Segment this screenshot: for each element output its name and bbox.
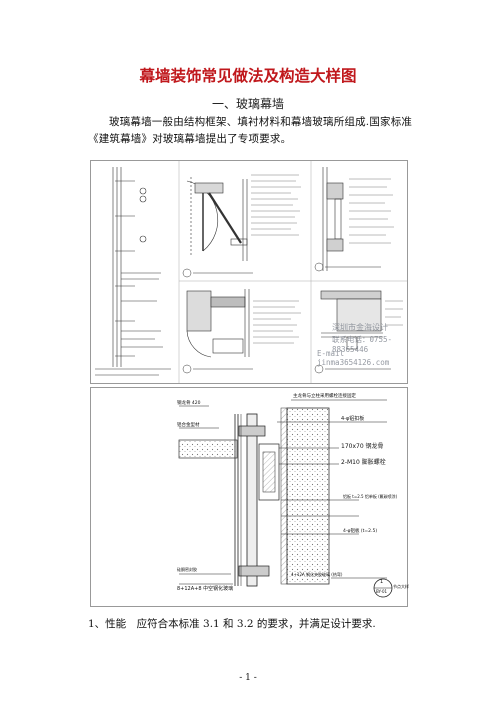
label-bolt-connection: 主龙骨与立柱采用螺栓连接固定 xyxy=(293,394,356,399)
performance-item: 1、性能 应符合本标准 3.1 和 3.2 的要求，并满足设计要求. xyxy=(88,618,376,630)
label-laminated-glass: 4+12A 钢化夹胶玻璃 (热弯) xyxy=(291,572,343,577)
detail-tag-sheet: BY-01 xyxy=(376,589,388,594)
label-aluminum-profile: 铝合金型材 xyxy=(177,423,200,428)
watermark-phone: 联系电话：0755-88365446 xyxy=(332,335,393,354)
label-aluminum-veneer: 铝板 t=2.5 铝单板 (氟碳喷涂) xyxy=(343,494,398,499)
section-heading: 一、玻璃幕墙 xyxy=(211,97,284,111)
label-insulated-glass: 8+12A+8 中空钢化玻璃 xyxy=(177,586,234,592)
label-steel-keel: 钢龙骨 420 xyxy=(177,401,201,406)
construction-drawing-graphic xyxy=(95,161,407,383)
label-steel-section: 170x70 钢龙骨 xyxy=(341,443,384,450)
detail-tag-number: 1 xyxy=(380,579,384,585)
node-detail-drawing: 钢龙骨 420 铝合金型材 主龙骨与立柱采用螺栓连接固定 4-φ铝扣板 170x… xyxy=(90,387,409,607)
intro-paragraph: 玻璃幕墙一般由结构框架、填衬材料和幕墙玻璃所组成.国家标准《建筑幕墙》对玻璃幕墙… xyxy=(88,116,413,145)
page-number: - 1 - xyxy=(239,673,257,683)
detail-tag-name: 节点大样 xyxy=(393,584,409,589)
watermark-company: 深圳市金海设计 xyxy=(332,323,388,332)
node-detail-graphic xyxy=(178,399,393,598)
label-aluminum-ceiling: 4-φ铝扣板 xyxy=(341,416,365,422)
label-aluminum-plate: 4-φ铝板 (t=2.5) xyxy=(343,529,378,534)
label-expansion-bolts: 2-M10 膨胀螺栓 xyxy=(341,459,386,466)
label-silicone-sealant: 硅酮密封胶 xyxy=(177,567,197,572)
document-title: 幕墙装饰常见做法及构造大样图 xyxy=(139,67,357,85)
construction-drawing-sheet: 深圳市金海设计 联系电话：0755-88365446 E-mail jinma3… xyxy=(90,160,408,384)
watermark-email: E-mail jinma3654126.com xyxy=(317,349,390,367)
